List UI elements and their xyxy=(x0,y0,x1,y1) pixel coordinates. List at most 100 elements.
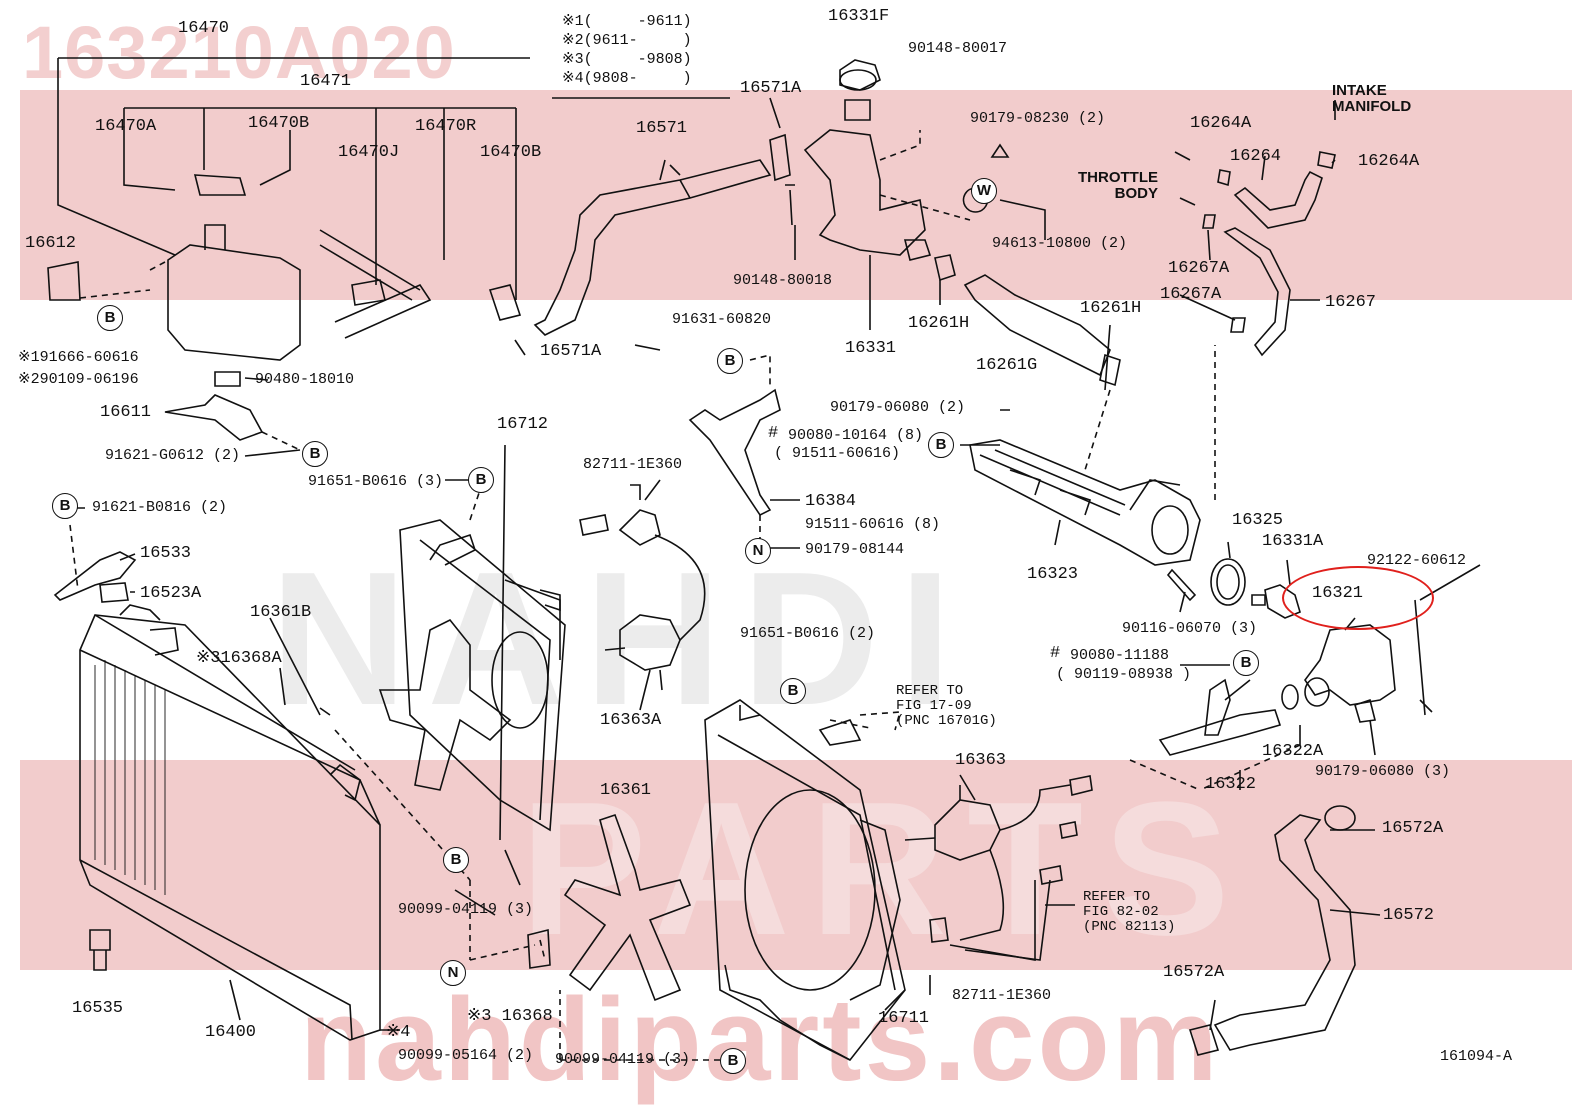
label-90109-06196: ※290109-06196 xyxy=(18,371,139,388)
label-16471: 16471 xyxy=(300,72,352,91)
fan-16361B xyxy=(378,618,512,791)
label-16331: 16331 xyxy=(845,339,897,358)
label-91631-60820: 91631-60820 xyxy=(672,311,772,328)
label-16267A-2: 16267A xyxy=(1160,285,1222,304)
legend: ※1( -9611) ※2(9611- ) ※3( -9808) ※4(9808… xyxy=(562,12,692,88)
label-16361B: 16361B xyxy=(250,603,312,622)
label-16470B-2: 16470B xyxy=(480,143,542,162)
label-90179-08144: 90179-08144 xyxy=(805,541,905,558)
bracket-16611 xyxy=(164,394,264,441)
label-16571A-2: 16571A xyxy=(540,342,602,361)
badge-w-94613: W xyxy=(971,178,997,204)
label-16264A-1: 16264A xyxy=(1190,114,1252,133)
leader-16470B xyxy=(259,130,291,186)
label-16325: 16325 xyxy=(1232,511,1284,530)
label-82711-1E360-1: 82711-1E360 xyxy=(583,456,683,473)
part-number-title: 163210A020 xyxy=(22,11,456,94)
badge-b-91621-b0816: B xyxy=(52,493,78,519)
label-16267A-1: 16267A xyxy=(1168,259,1230,278)
label-82711-1E360-2: 82711-1E360 xyxy=(952,987,1052,1004)
legend-row-4: ※4(9808- ) xyxy=(562,70,692,87)
hose-16267 xyxy=(1223,227,1291,357)
label-hash-1: # xyxy=(768,424,779,443)
label-16612: 16612 xyxy=(25,234,77,253)
label-90179-06080-1: 90179-06080 (2) xyxy=(830,399,966,416)
water-inlet-16321 xyxy=(1304,624,1396,706)
label-16264A-2: 16264A xyxy=(1358,152,1420,171)
callout-throttle-body: THROTTLE BODY xyxy=(1078,169,1158,202)
leader-16470 xyxy=(57,57,530,256)
badge-b-91621-g0612: B xyxy=(302,441,328,467)
label-16264: 16264 xyxy=(1230,147,1282,166)
label-16572A-1: 16572A xyxy=(1382,819,1444,838)
label-16368: ※3 16368 xyxy=(467,1007,553,1026)
label-90148-80018: 90148-80018 xyxy=(733,272,833,289)
cap-90480 xyxy=(214,371,241,387)
hose-16571 xyxy=(533,159,772,336)
label-16571: 16571 xyxy=(636,119,688,138)
label-16322: 16322 xyxy=(1205,775,1257,794)
label-16571A-1: 16571A xyxy=(740,79,802,98)
badge-b-90099-04119-2: B xyxy=(720,1048,746,1074)
leader-16471 xyxy=(123,107,517,300)
pipe-16322 xyxy=(1158,709,1282,756)
highlight-ellipse-16321 xyxy=(1282,566,1434,630)
fan-motor-16363A xyxy=(619,614,681,671)
legend-row-1: ※1( -9611) xyxy=(562,13,692,30)
badge-b-91651-b0616-2: B xyxy=(780,678,806,704)
label-90179-06080-2: 90179-06080 (3) xyxy=(1315,763,1451,780)
label-16712: 16712 xyxy=(497,415,549,434)
label-91651-B0616-1: 91651-B0616 (3) xyxy=(308,473,444,490)
label-91511-60616: 91511-60616 (8) xyxy=(805,516,941,533)
label-16470J: 16470J xyxy=(338,143,400,162)
label-90119-08938: ( 90119-08938 ) xyxy=(1056,666,1192,683)
fan-16361 xyxy=(563,813,692,1002)
label-92122-60612: 92122-60612 xyxy=(1367,552,1467,569)
label-91511-60616-paren: ( 91511-60616) xyxy=(774,445,901,462)
label-hash-2: # xyxy=(1050,644,1061,663)
label-90116-06070: 90116-06070 (3) xyxy=(1122,620,1258,637)
label-16261H-2: 16261H xyxy=(1080,299,1142,318)
label-91621-B0816: 91621-B0816 (2) xyxy=(92,499,228,516)
label-16267: 16267 xyxy=(1325,293,1377,312)
label-16261H-1: 16261H xyxy=(908,314,970,333)
badge-b-91631: B xyxy=(717,348,743,374)
water-inlet-16323 xyxy=(969,439,1201,566)
label-90080-11188: 90080-11188 xyxy=(1070,647,1170,664)
label-16321: 16321 xyxy=(1312,584,1364,603)
label-90179-08230: 90179-08230 (2) xyxy=(970,110,1106,127)
reservoir-tank xyxy=(167,244,301,361)
label-16535: 16535 xyxy=(72,999,124,1018)
housing-16331 xyxy=(803,129,926,256)
label-16261G: 16261G xyxy=(976,356,1038,375)
badge-b-90099-04119-1: B xyxy=(443,847,469,873)
label-16470A: 16470A xyxy=(95,117,157,136)
label-16323: 16323 xyxy=(1027,565,1079,584)
label-16572: 16572 xyxy=(1383,906,1435,925)
label-90148-80017: 90148-80017 xyxy=(908,40,1008,57)
label-91651-B0616-2: 91651-B0616 (2) xyxy=(740,625,876,642)
label-16331A: 16331A xyxy=(1262,532,1324,551)
legend-row-3: ※3( -9808) xyxy=(562,51,692,68)
label-16470: 16470 xyxy=(178,19,230,38)
hose-16261G xyxy=(963,274,1111,377)
label-16400: 16400 xyxy=(205,1023,257,1042)
badge-b-90080-11188: B xyxy=(1233,650,1259,676)
label-90099-04119-2: 90099-04119 (3) xyxy=(555,1051,691,1068)
watermark-band-top xyxy=(20,90,1572,300)
label-16331F: 16331F xyxy=(828,7,890,26)
label-90099-05164: 90099-05164 (2) xyxy=(398,1047,534,1064)
label-91621-G0612: 91621-G0612 (2) xyxy=(105,447,241,464)
reference-fig-17-09: REFER TO FIG 17-09 (PNC 16701G) xyxy=(896,683,997,729)
label-16523A: 16523A xyxy=(140,584,202,603)
badge-b-90080-10164: B xyxy=(928,432,954,458)
label-star4: ※4 xyxy=(386,1023,411,1042)
bracket-16384 xyxy=(688,388,781,517)
label-94613-10800: 94613-10800 (2) xyxy=(992,235,1128,252)
hose-16572 xyxy=(1213,814,1356,1051)
bracket-16533 xyxy=(53,551,137,601)
label-91666-60616: ※191666-60616 xyxy=(18,349,139,366)
fan-shroud-16712 xyxy=(399,519,566,832)
